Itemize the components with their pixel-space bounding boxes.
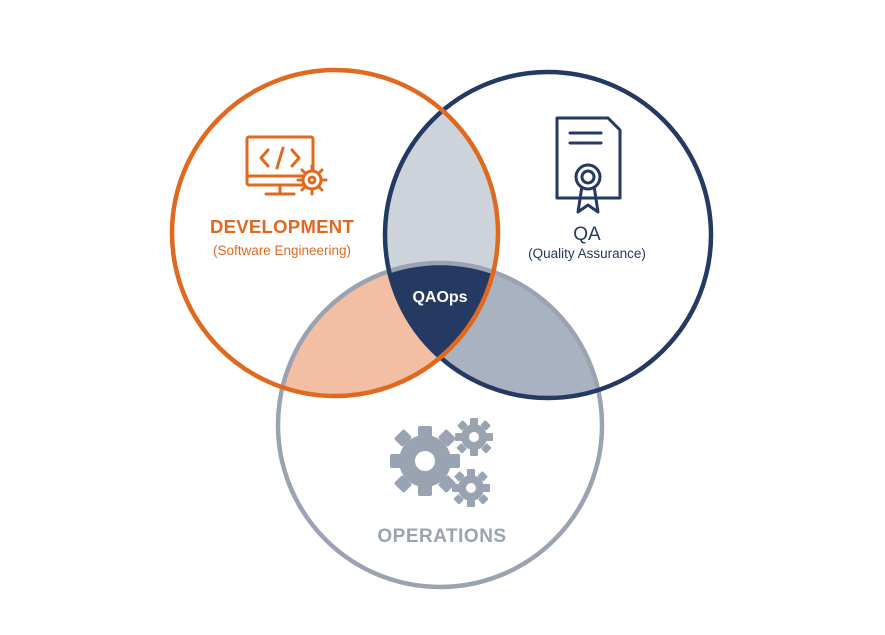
- gears-icon: [390, 418, 493, 507]
- development-subtitle: (Software Engineering): [213, 243, 351, 258]
- qa-circle: [382, 69, 714, 401]
- operations-circle: [275, 260, 605, 590]
- code-monitor-gear-icon: [245, 135, 328, 196]
- operations-title: OPERATIONS: [377, 526, 506, 547]
- development-circle: [169, 67, 501, 399]
- qa-subtitle: (Quality Assurance): [528, 246, 646, 261]
- certificate-icon: [555, 116, 622, 214]
- qa-ops-overlap-group: [385, 263, 602, 398]
- dev-ops-overlap-group: [278, 263, 498, 396]
- qa-ops-overlap: [385, 263, 602, 398]
- center-label: QAOps: [412, 289, 467, 306]
- development-title: DEVELOPMENT: [210, 216, 355, 237]
- dev-ops-overlap: [278, 263, 498, 396]
- qa-title: QA: [573, 224, 601, 245]
